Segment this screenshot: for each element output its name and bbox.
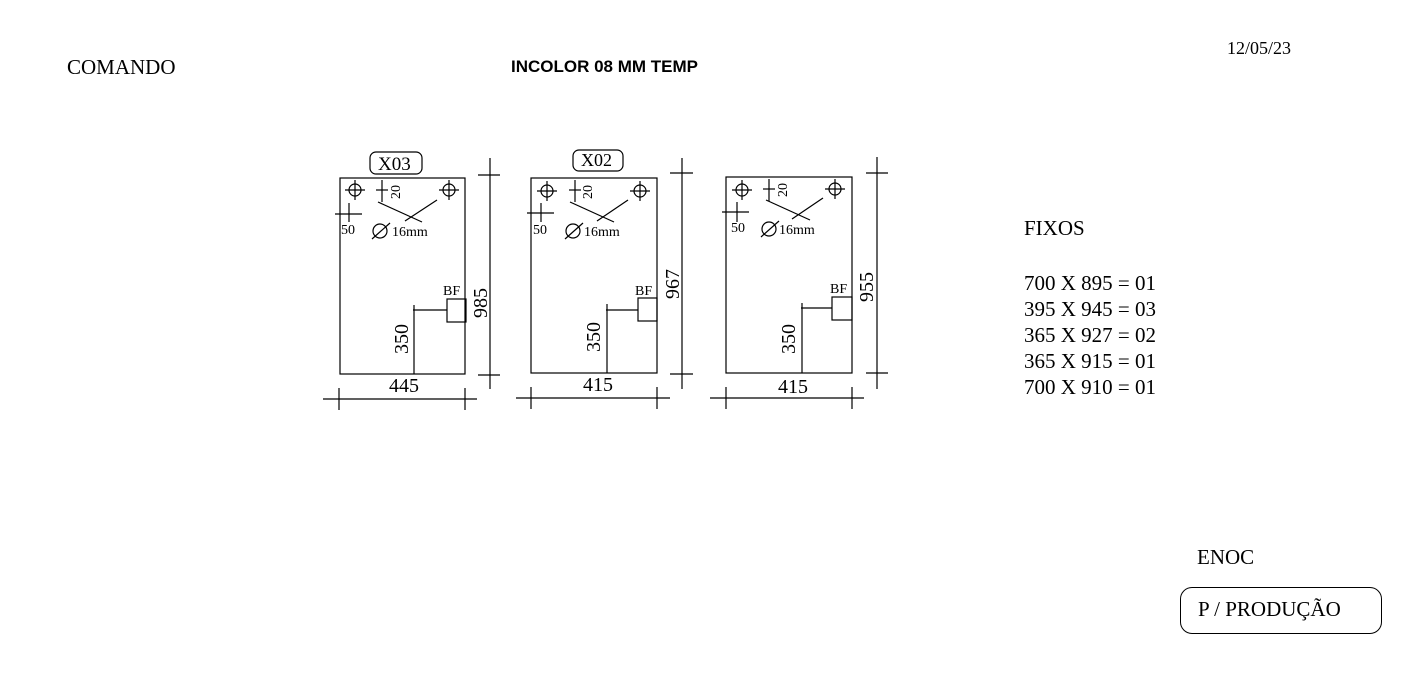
cutout [831, 296, 853, 321]
panel-outline [339, 177, 466, 375]
top-offset-label: 20 [581, 185, 596, 199]
height-label: 985 [470, 288, 492, 318]
fixos-item: 700 X 895 = 01 [1024, 271, 1157, 295]
top-offset-label: 20 [389, 185, 404, 199]
glass-panel [516, 149, 693, 409]
cutout-height-label: 350 [778, 324, 800, 354]
hole-marker [439, 180, 459, 200]
hole-marker [345, 180, 365, 200]
panel-tag: X03 [378, 154, 411, 175]
cutout-height-label: 350 [391, 324, 413, 354]
fixos-list: 700 X 895 = 01 395 X 945 = 03 365 X 927 … [1024, 270, 1156, 400]
signature-label: ENOC [1197, 545, 1255, 569]
date-label: 12/05/23 [1227, 38, 1292, 58]
cutout-label: BF [635, 284, 652, 299]
cutout [637, 297, 658, 322]
side-offset-label: 50 [533, 223, 547, 238]
client-label: COMANDO [67, 55, 176, 79]
fixos-heading: FIXOS [1024, 216, 1085, 240]
width-label: 445 [389, 375, 419, 397]
hole-marker [537, 181, 557, 201]
panel-tag: X02 [581, 150, 612, 170]
glass-panel [710, 157, 888, 409]
production-stamp-label: P / PRODUÇÃO [1198, 597, 1341, 621]
side-offset-label: 50 [731, 221, 745, 236]
top-offset-label: 20 [776, 183, 791, 197]
width-label: 415 [583, 374, 613, 396]
glass-spec-title: INCOLOR 08 MM TEMP [511, 57, 699, 76]
tag-box [369, 151, 423, 175]
fixos-item: 365 X 927 = 02 [1024, 323, 1157, 347]
side-offset-label: 50 [341, 223, 355, 238]
hole-diameter-label: 16mm [392, 225, 428, 240]
cutout-label: BF [443, 284, 460, 299]
fixos-item: 365 X 915 = 01 [1024, 349, 1157, 373]
cutout-height-label: 350 [583, 322, 605, 352]
fixos-item: 700 X 910 = 01 [1024, 375, 1157, 399]
height-label: 955 [856, 272, 878, 302]
hole-marker [630, 181, 650, 201]
hole-marker [732, 180, 752, 200]
cutout [446, 298, 467, 323]
height-label: 967 [662, 269, 684, 299]
glass-panel [323, 151, 500, 410]
hole-marker [825, 179, 845, 199]
fixos-item: 395 X 945 = 03 [1024, 297, 1157, 321]
width-label: 415 [778, 376, 808, 398]
production-stamp: P / PRODUÇÃO [1180, 587, 1382, 634]
cutout-label: BF [830, 282, 847, 297]
hole-diameter-label: 16mm [779, 223, 815, 238]
panel-outline [725, 176, 853, 374]
panel-outline [530, 177, 658, 374]
hole-diameter-label: 16mm [584, 225, 620, 240]
tag-box [572, 149, 624, 172]
